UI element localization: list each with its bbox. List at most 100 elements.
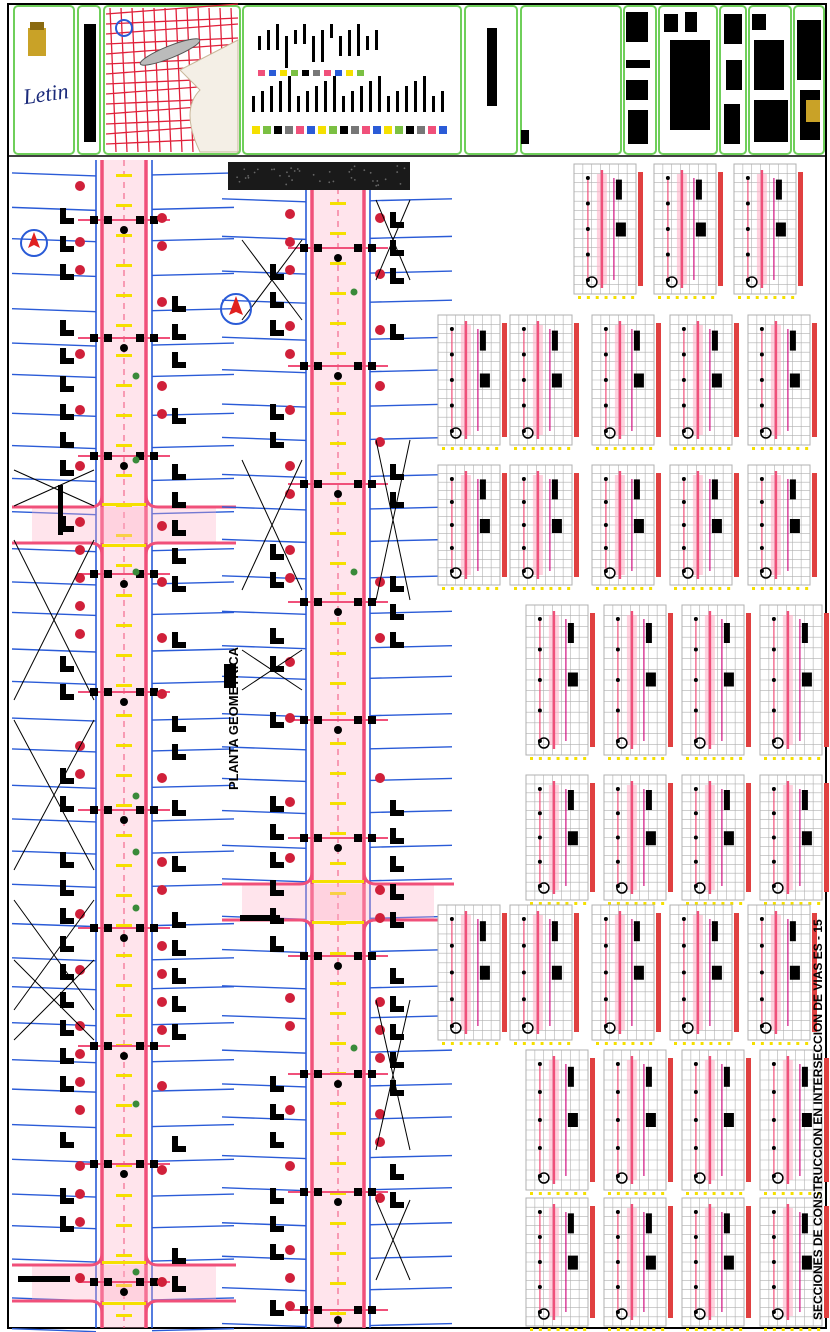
section-marker [645,672,656,687]
section-tick [712,1192,716,1195]
section-tick [583,1192,587,1195]
manhole [334,608,342,616]
title-text-block [626,80,648,100]
pavement-texture [238,180,241,183]
section-tick [691,447,695,450]
pavement-texture [353,178,356,181]
section-tick [643,902,647,905]
building [270,890,284,896]
station-node [90,1160,98,1168]
building [172,520,178,536]
section-node [603,429,608,433]
section-tick [596,587,599,590]
section-tick [752,587,755,590]
north-arrow-icon [20,229,48,257]
parcel-line [11,511,97,516]
section-node [771,1174,776,1178]
tree [75,1273,85,1283]
section-node [449,546,454,550]
lane-mark [330,382,346,385]
section-tick [540,447,544,450]
building [172,978,186,984]
section-marker [695,222,706,237]
station-node [314,480,322,488]
station-node [300,834,308,842]
building [270,1114,284,1120]
station-node [104,334,112,342]
section-marker [711,519,722,533]
section-tick [703,757,707,760]
station-node [90,216,98,224]
section-node [759,997,764,1002]
station-node [368,1306,376,1314]
section-tick [652,1192,656,1195]
building [60,1002,74,1008]
tree [157,521,167,531]
section-node [693,811,698,816]
parcel-line [221,809,307,815]
section-tick [558,447,562,450]
building [60,946,74,952]
tree [285,405,295,415]
parcel-line [151,272,235,277]
legend-bar [342,96,345,112]
station-node [136,334,144,342]
building [172,912,178,928]
north-arrow-icon [220,293,252,325]
section-node [603,477,608,481]
parcel-line [221,1116,307,1121]
crest-icon [806,100,820,122]
building [60,386,74,392]
section-label-bar [668,1058,673,1182]
station-node [354,480,362,488]
section-tick [782,296,786,299]
section-node [760,567,772,579]
section-node [521,352,526,357]
section-tick [565,1328,569,1331]
building [172,754,186,760]
legend-swatch [351,126,359,134]
section-tick [608,902,611,905]
building [270,722,284,728]
section-tick [686,902,689,905]
section-tick [808,757,812,760]
station-node [314,1188,322,1196]
parcel-line [221,473,307,479]
tree [157,1165,167,1175]
cross-section [653,163,723,299]
section-node [616,882,628,894]
section-tick [712,757,716,760]
section-node [681,917,686,921]
building [172,744,178,760]
section-node [521,500,526,504]
parcel-line [369,746,453,750]
section-marker [801,1255,812,1270]
dimension-bar [18,1276,70,1282]
section-tick [530,902,533,905]
legend-swatch [269,70,276,76]
cross-section [603,774,673,905]
legend-swatch [324,70,331,76]
section-tick [709,447,713,450]
lane-mark [116,864,132,867]
parcel-line [221,610,307,616]
building [172,856,178,872]
section-label-bar [746,1206,751,1318]
section-node [615,787,620,791]
building [390,334,404,340]
section-node [585,278,590,282]
section-node [771,1260,776,1264]
parcel-line [11,1258,97,1263]
section-tick [703,1328,707,1331]
pavement-texture [270,168,273,171]
section-node [772,1308,784,1320]
section-node [681,1024,686,1028]
section-node [681,523,686,527]
cross-section [733,163,803,299]
building [172,548,178,564]
pavement-texture [348,171,351,173]
curb-return [89,1299,104,1314]
parcel-line [369,1116,453,1120]
station-node [104,806,112,814]
